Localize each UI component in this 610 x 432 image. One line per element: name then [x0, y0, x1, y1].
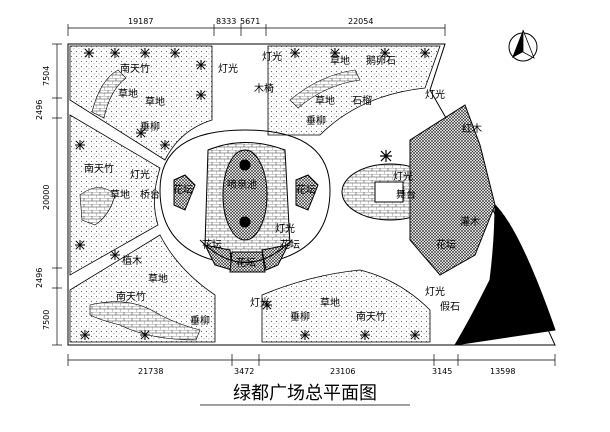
label-dengguang-b: 灯光: [250, 296, 270, 309]
lake: [454, 203, 556, 346]
hatched-fan: [409, 104, 496, 276]
label-dengguang-br: 灯光: [425, 285, 445, 298]
label-tiaomu: 红木: [462, 122, 482, 135]
plaza-front: [199, 239, 293, 263]
stage-right: [261, 244, 289, 271]
label-shitou: 假石: [440, 300, 460, 313]
dim-left-1: 7504: [42, 66, 51, 86]
label-nantianzhu-b2: 南天竹: [356, 310, 386, 323]
bed-top-right: [267, 45, 441, 136]
label-dengguang-l: 灯光: [130, 168, 150, 181]
label-nantianzhu: 南天竹: [120, 62, 150, 75]
label-huotang: 鹅卵石: [366, 54, 396, 67]
dim-bottom-4: 3145: [432, 367, 452, 376]
label-dengguang-top: 灯光: [262, 50, 282, 63]
dim-top-4: 22054: [348, 17, 373, 26]
label-huatan-r: 花坛: [296, 183, 316, 196]
bed-bottom-right: [261, 269, 431, 343]
label-caodi-c: 草地: [315, 94, 335, 107]
label-huatan-r2: 花坛: [436, 238, 456, 251]
label-jidi-l: 桥台: [140, 188, 160, 201]
label-huatan-br: 花坛: [280, 238, 300, 251]
north-arrow-icon: [508, 29, 538, 62]
dim-top-1: 19187: [128, 17, 153, 26]
label-caodi: 草地: [118, 87, 138, 100]
label-jiliu-b2: 垂柳: [290, 310, 310, 323]
label-caodi-bl: 草地: [148, 272, 168, 285]
flowerbed-left: [173, 174, 196, 211]
dim-bottom-2: 3472: [234, 367, 254, 376]
label-mudao: 木椅: [254, 82, 274, 95]
plan-title: 绿都广场总平面图: [233, 383, 377, 404]
dim-left-4: 2496: [35, 268, 44, 288]
label-nantianzhu-bl: 南天竹: [116, 290, 146, 303]
stage-rect: [374, 181, 404, 203]
right-feature: [341, 104, 556, 346]
dim-bottom-5: 13598: [490, 367, 515, 376]
label-caodi-l: 草地: [110, 188, 130, 201]
dim-top-3: 5671: [240, 17, 260, 26]
label-shideng: 灯光: [218, 62, 238, 75]
dim-left-3: 20000: [42, 185, 51, 210]
dim-left-2: 2496: [35, 100, 44, 120]
dim-top-2: 8333: [216, 17, 236, 26]
label-caodi-top: 草地: [330, 54, 350, 67]
plan-labels: 南天竹 草地 草地 垂柳 灯光 木椅 灯光 草地 鹅卵石 草地 石榴 垂柳 灯光…: [84, 50, 482, 327]
label-shumu-bl: 植木: [122, 254, 142, 267]
dimension-lines: [52, 24, 556, 366]
label-wutai: 舞台: [396, 188, 416, 201]
bed-top-left: [69, 45, 213, 161]
label-jitou: 石榴: [352, 94, 372, 107]
label-huatan-l: 花坛: [173, 183, 193, 196]
label-caodi-2: 草地: [145, 95, 165, 108]
label-jiliu: 垂柳: [140, 120, 160, 133]
dim-left-5: 7500: [42, 310, 51, 330]
label-dengguang-tr: 灯光: [425, 88, 445, 101]
label-dengguang-c: 灯光: [275, 222, 295, 235]
fountain-oval: [222, 149, 268, 241]
walkways: [79, 69, 361, 341]
dimension-labels: 19187 8333 5671 22054 21738 3472 23106 3…: [35, 17, 515, 376]
label-guanmu: 灌木: [460, 216, 480, 228]
label-dengguang-dance: 灯光: [393, 170, 413, 183]
label-nantianzhu-b: 南天竹: [84, 162, 114, 175]
central-plaza: [159, 129, 331, 273]
label-penquan: 喷泉池: [227, 178, 257, 191]
dim-bottom-1: 21738: [138, 367, 163, 376]
label-huaqiu: 花坛: [236, 256, 256, 269]
label-jiliu-bl: 垂柳: [190, 314, 210, 327]
flowerbed-right: [295, 174, 319, 211]
label-huatan-bl: 花坛: [202, 238, 222, 251]
label-caodi-b2: 草地: [320, 296, 340, 309]
label-jiliu-top: 垂柳: [306, 114, 326, 127]
dim-bottom-3: 23106: [330, 367, 355, 376]
